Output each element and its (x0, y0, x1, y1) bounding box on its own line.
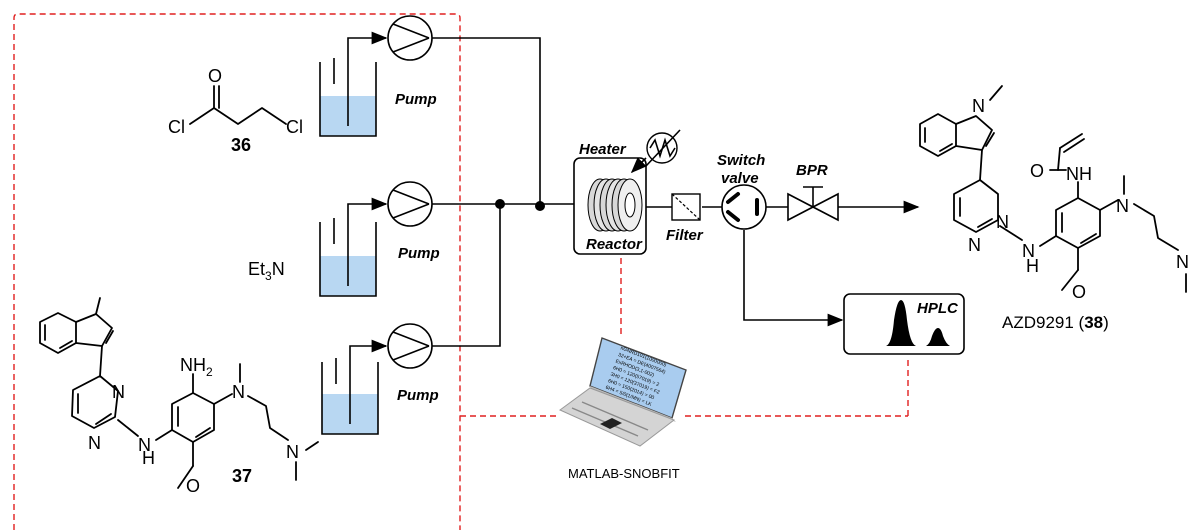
atom-label: H (1026, 256, 1039, 276)
pump-2 (371, 181, 433, 227)
atom-label: O (186, 476, 200, 496)
atom-label: H (142, 448, 155, 468)
nh2-label: NH2 (180, 355, 213, 379)
control-links (460, 258, 909, 417)
hplc-box (843, 293, 965, 355)
atom-label: N (972, 96, 985, 116)
pump-label-3: Pump (397, 387, 439, 404)
reservoir-37 (321, 345, 386, 435)
atom-label: N (112, 382, 125, 402)
filter-icon (671, 193, 701, 221)
atom-label: N (232, 382, 245, 402)
atom-label: N (88, 433, 101, 453)
switch-valve-label-line2: valve (721, 170, 759, 187)
flow-lines (432, 37, 920, 347)
product-structure: N N N N H NH O O N N (919, 85, 1189, 302)
controller-label: MATLAB-SNOBFIT (568, 466, 680, 481)
heater-label: Heater (579, 141, 627, 158)
filter-label: Filter (666, 227, 704, 244)
compound-37: N N H N NH2 O N N 37 (39, 297, 319, 496)
compound-number-37: 37 (232, 466, 252, 486)
switch-valve-icon (721, 184, 767, 230)
atom-label: Cl (168, 117, 185, 137)
atom-label: N (286, 442, 299, 462)
reactor-label: Reactor (586, 236, 643, 253)
reagent-section-boundary (13, 13, 461, 530)
atom-label: N (1022, 241, 1035, 261)
atom-label: O (1030, 161, 1044, 181)
product-caption: AZD9291 (38) (1002, 313, 1109, 332)
atom-label: N (996, 212, 1009, 232)
compound-36: O Cl Cl 36 (168, 66, 303, 155)
atom-label: N (138, 435, 151, 455)
atom-label: NH (1066, 164, 1092, 184)
atom-label: N (968, 235, 981, 255)
reservoir-36 (319, 37, 384, 137)
reactor (573, 157, 647, 255)
pump-3 (371, 323, 433, 369)
bpr-label: BPR (796, 162, 828, 179)
pump-label-1: Pump (395, 91, 437, 108)
heater-icon (630, 129, 681, 174)
reservoir-et3n (319, 203, 384, 297)
atom-label: O (208, 66, 222, 86)
bpr-icon (787, 186, 839, 222)
laptop-icon (559, 337, 687, 447)
pump-label-2: Pump (398, 245, 440, 262)
switch-valve-label-line1: Switch (717, 152, 765, 169)
atom-label: N (1116, 196, 1129, 216)
atom-label: N (1176, 252, 1189, 272)
pump-1 (371, 15, 433, 61)
compound-et3n: Et3N (248, 259, 285, 283)
atom-label: Cl (286, 117, 303, 137)
compound-number-36: 36 (231, 135, 251, 155)
atom-label: O (1072, 282, 1086, 302)
hplc-label: HPLC (917, 300, 959, 317)
